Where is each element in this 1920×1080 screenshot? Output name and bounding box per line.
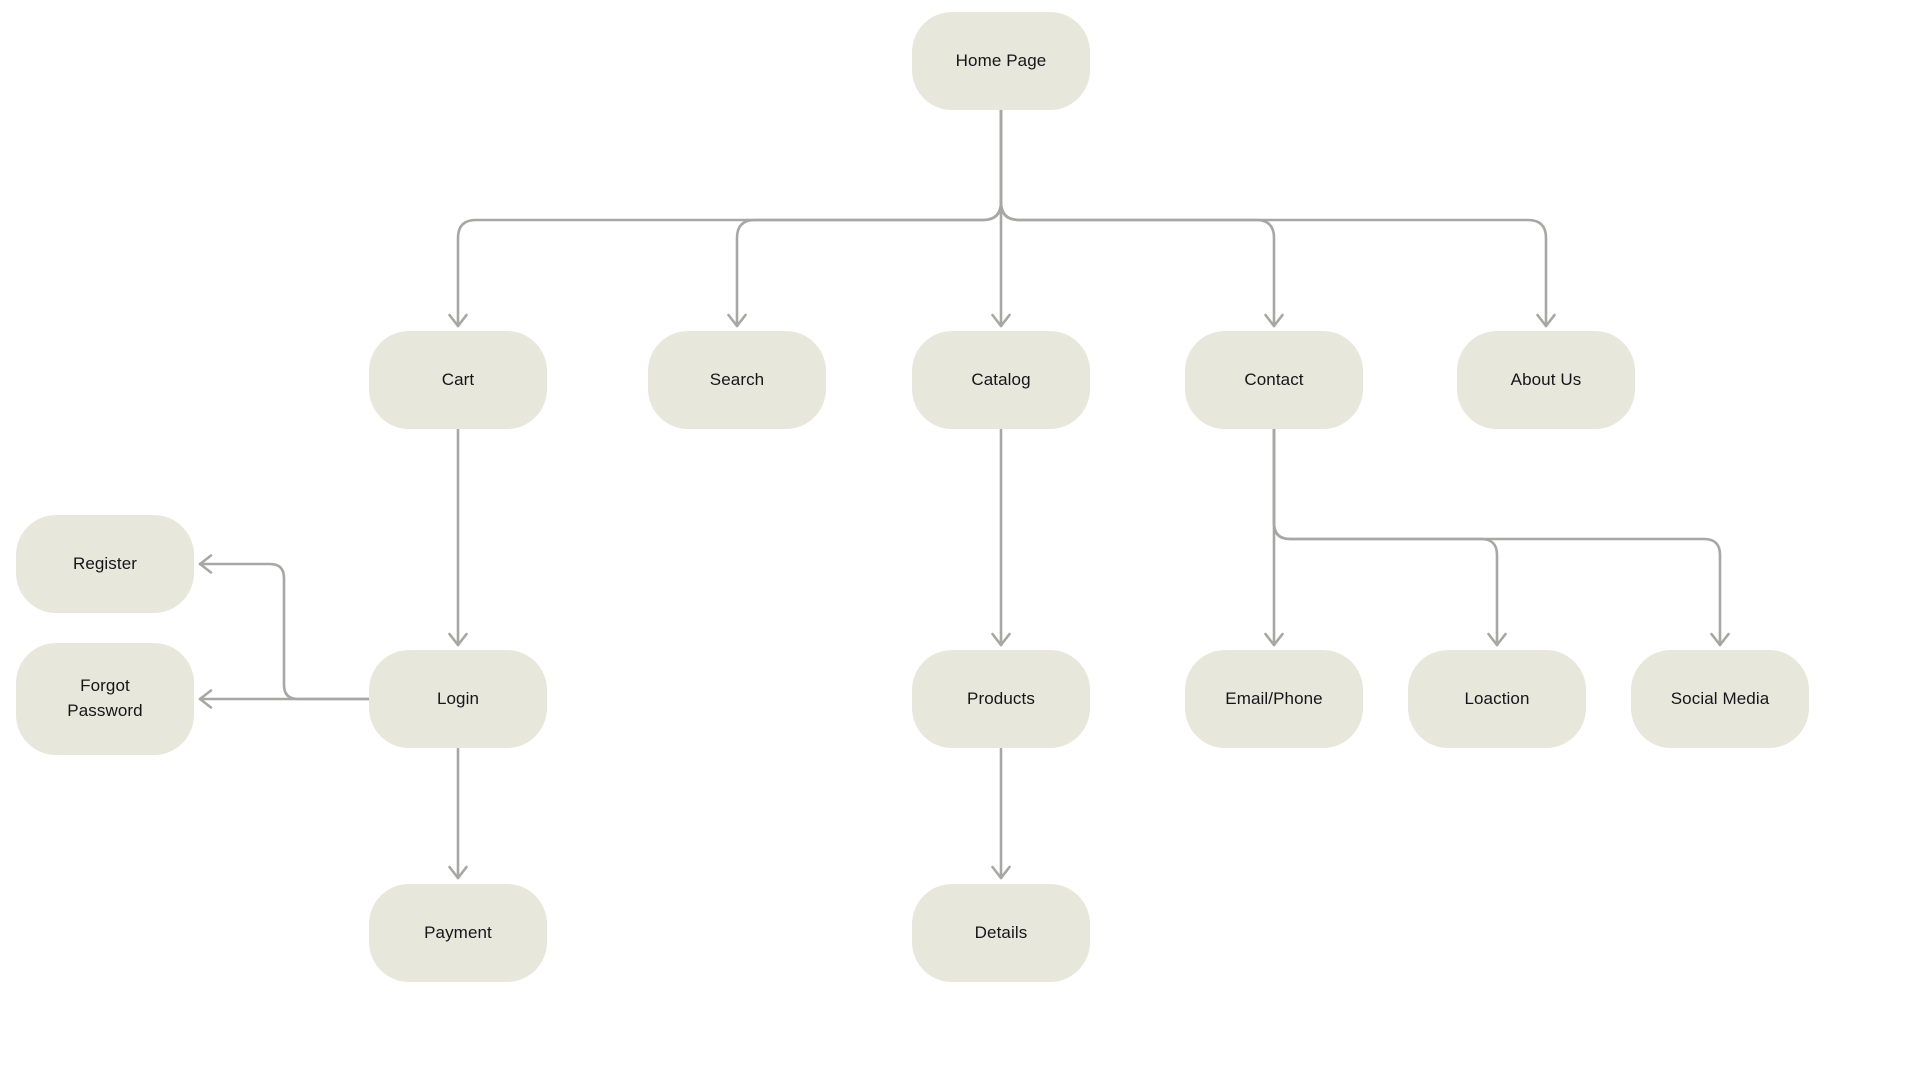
node-label: Login [436,688,480,708]
node-label: Contact [1244,369,1304,389]
node-about-us[interactable]: About Us [1457,331,1635,429]
node-label: Details [974,922,1028,942]
edge-home-to-cart [448,108,1003,328]
node-label: Home Page [955,50,1047,70]
node-label: Forgot Password [67,676,143,720]
node-label: Payment [424,922,492,942]
node-home-page[interactable]: Home Page [912,12,1090,110]
node-forgot-password[interactable]: Forgot Password [16,643,194,755]
node-label: About Us [1510,369,1582,389]
node-products[interactable]: Products [912,650,1090,748]
node-label: Social Media [1670,688,1770,708]
edge-home-to-search [727,108,1003,328]
edge-login-to-register [198,554,371,701]
node-label: Products [967,688,1035,708]
node-catalog[interactable]: Catalog [912,331,1090,429]
edge-home-to-contact [999,108,1284,328]
node-label: Register [72,553,138,573]
node-contact[interactable]: Contact [1185,331,1363,429]
node-label: Loaction [1464,688,1530,708]
edge-contact-to-social [1272,427,1730,647]
node-label: Cart [441,369,475,389]
node-register[interactable]: Register [16,515,194,613]
node-email-phone[interactable]: Email/Phone [1185,650,1363,748]
edge-home-to-about-us [999,108,1556,328]
node-cart[interactable]: Cart [369,331,547,429]
node-payment[interactable]: Payment [369,884,547,982]
node-label: Catalog [971,369,1031,389]
node-label: Search [709,369,765,389]
node-login[interactable]: Login [369,650,547,748]
node-social-media[interactable]: Social Media [1631,650,1809,748]
node-details[interactable]: Details [912,884,1090,982]
edge-contact-to-loaction [1272,427,1507,647]
node-label: Email/Phone [1225,688,1323,708]
node-search[interactable]: Search [648,331,826,429]
node-loaction[interactable]: Loaction [1408,650,1586,748]
